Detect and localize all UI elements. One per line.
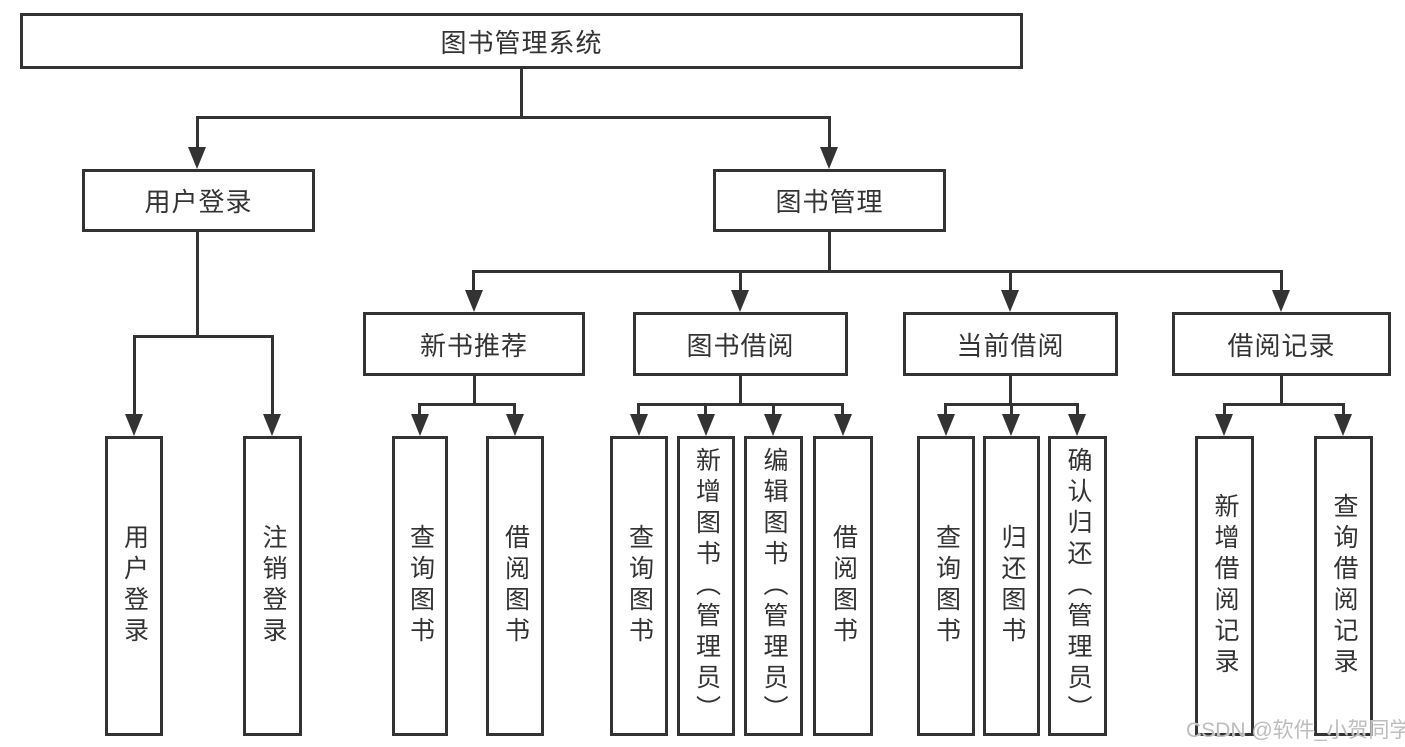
connector-stem — [1010, 403, 1013, 416]
connector-stem — [637, 403, 640, 416]
connector-stem — [1223, 403, 1226, 416]
leaf-logout: 注销登录 — [243, 436, 302, 736]
leaf-return-book: 归还图书 — [983, 436, 1040, 736]
connector-stem — [1009, 376, 1012, 406]
leaf-query-borrow-record: 查询借阅记录 — [1314, 436, 1373, 736]
arrowhead — [1334, 414, 1352, 436]
node-user-login-label: 用户登录 — [144, 187, 253, 217]
connector-stem — [1280, 270, 1283, 292]
leaf-add-borrow-record: 新增借阅记录 — [1195, 436, 1254, 736]
connector-hbar — [637, 403, 844, 406]
leaf-logout-label: 注销登录 — [259, 524, 287, 648]
arrowhead — [697, 414, 715, 436]
connector-stem — [828, 116, 831, 149]
arrowhead — [731, 290, 749, 312]
connector-stem — [739, 270, 742, 292]
arrowhead — [820, 147, 838, 169]
leaf-borrow-book-recommend: 借阅图书 — [486, 436, 544, 736]
connector-stem — [418, 403, 421, 416]
node-root-label: 图书管理系统 — [440, 27, 603, 58]
arrowhead — [465, 290, 483, 312]
node-borrow-record: 借阅记录 — [1172, 312, 1391, 376]
connector-root-hbar — [196, 116, 831, 119]
connector-hbar — [472, 270, 1282, 273]
connector-stem — [1280, 376, 1283, 406]
arrowhead — [411, 414, 429, 436]
node-borrow-record-label: 借阅记录 — [1227, 330, 1336, 361]
arrowhead — [1272, 290, 1290, 312]
node-book-management-label: 图书管理 — [775, 187, 884, 217]
csdn-watermark: CSDN @软件_小贺同学 — [1186, 719, 1405, 742]
connector-hbar — [418, 403, 516, 406]
leaf-confirm-return-admin-label: 确认归还（管理员） — [1064, 446, 1092, 726]
arrowhead — [834, 414, 852, 436]
node-new-book-recommend-label: 新书推荐 — [419, 330, 528, 361]
arrowhead — [630, 414, 648, 436]
leaf-edit-book-admin-label: 编辑图书（管理员） — [760, 446, 788, 726]
connector-stem — [472, 270, 475, 292]
node-current-borrow: 当前借阅 — [903, 312, 1118, 376]
connector-stem — [196, 232, 199, 338]
arrowhead — [1215, 414, 1233, 436]
connector-stem — [944, 403, 947, 416]
connector-stem — [1342, 403, 1345, 416]
arrowhead — [1001, 290, 1019, 312]
connector-stem — [196, 116, 199, 149]
arrowhead — [1002, 414, 1020, 436]
arrowhead — [506, 414, 524, 436]
leaf-edit-book-admin: 编辑图书（管理员） — [744, 436, 803, 736]
leaf-add-book-admin-label: 新增图书（管理员） — [692, 446, 721, 726]
arrowhead — [1068, 414, 1086, 436]
node-root: 图书管理系统 — [20, 13, 1023, 69]
arrowhead — [937, 414, 955, 436]
connector-stem — [513, 403, 516, 416]
node-current-borrow-label: 当前借阅 — [956, 330, 1065, 361]
leaf-add-borrow-record-label: 新增借阅记录 — [1211, 493, 1239, 679]
node-user-login: 用户登录 — [82, 169, 315, 232]
connector-root-stem — [520, 69, 523, 117]
leaf-query-book-recommend: 查询图书 — [392, 436, 448, 736]
connector-stem — [704, 403, 707, 416]
connector-hbar — [133, 335, 274, 338]
node-book-borrow: 图书借阅 — [633, 312, 848, 376]
connector-stem — [1076, 403, 1079, 416]
leaf-query-book-recommend-label: 查询图书 — [406, 524, 435, 648]
arrowhead — [188, 147, 206, 169]
connector-stem — [841, 403, 844, 416]
leaf-query-borrow-record-label: 查询借阅记录 — [1330, 493, 1358, 679]
leaf-borrow-book: 借阅图书 — [813, 436, 873, 736]
node-new-book-recommend: 新书推荐 — [363, 312, 585, 376]
connector-stem — [772, 403, 775, 416]
leaf-add-book-admin: 新增图书（管理员） — [677, 436, 735, 736]
leaf-query-book-borrow: 查询图书 — [610, 436, 668, 736]
arrowhead — [764, 414, 782, 436]
leaf-user-login: 用户登录 — [105, 436, 163, 736]
leaf-borrow-book-label: 借阅图书 — [829, 524, 858, 648]
leaf-query-book-current-label: 查询图书 — [932, 524, 961, 648]
node-book-management: 图书管理 — [713, 169, 946, 232]
arrowhead — [125, 414, 143, 436]
arrowhead — [263, 414, 281, 436]
leaf-confirm-return-admin: 确认归还（管理员） — [1048, 436, 1107, 736]
connector-stem — [133, 335, 136, 416]
connector-stem — [739, 376, 742, 406]
connector-hbar — [1223, 403, 1345, 406]
leaf-user-login-label: 用户登录 — [120, 524, 149, 648]
connector-stem — [271, 335, 274, 416]
leaf-borrow-book-recommend-label: 借阅图书 — [501, 524, 530, 648]
connector-stem — [1009, 270, 1012, 292]
leaf-return-book-label: 归还图书 — [998, 524, 1026, 648]
connector-stem — [473, 376, 476, 406]
node-book-borrow-label: 图书借阅 — [686, 330, 795, 361]
leaf-query-book-borrow-label: 查询图书 — [625, 524, 654, 648]
leaf-query-book-current: 查询图书 — [917, 436, 975, 736]
connector-stem — [828, 232, 831, 273]
